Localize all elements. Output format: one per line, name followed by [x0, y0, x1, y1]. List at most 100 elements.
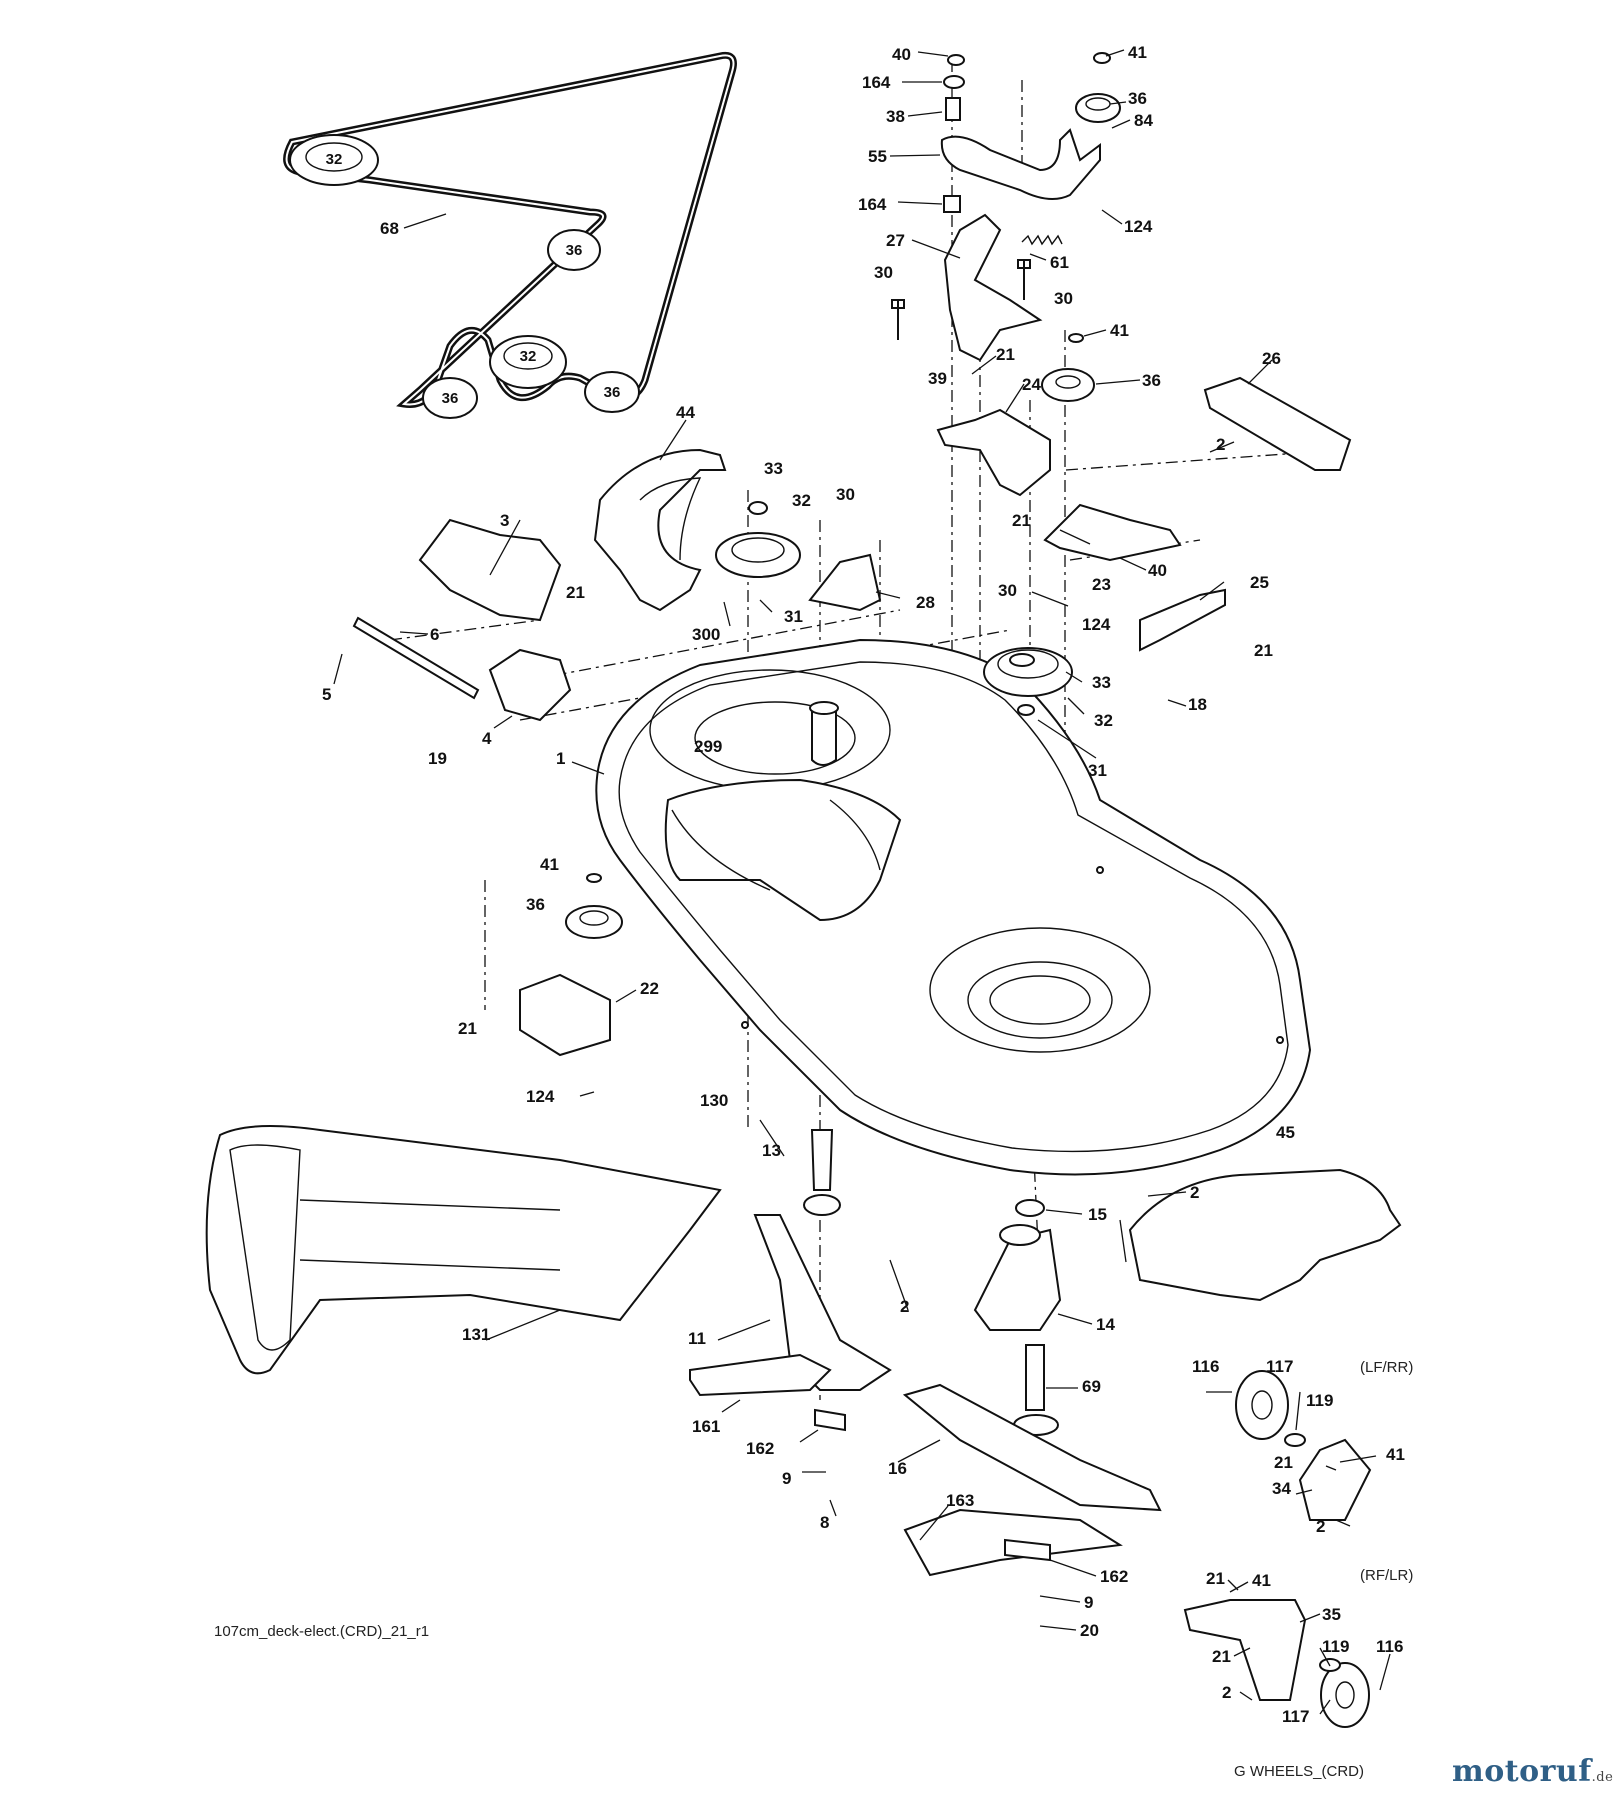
callout-label: 24 [1022, 375, 1041, 394]
callout-label: 164 [858, 195, 887, 214]
callout-label: 34 [1272, 1479, 1291, 1498]
callout-label: 27 [886, 231, 905, 250]
belt-pulley-label: 32 [520, 348, 537, 365]
callout-label: 124 [526, 1087, 555, 1106]
callout-label: 36 [1142, 371, 1161, 390]
callout-label: 28 [916, 593, 935, 612]
callout-label: 31 [784, 607, 803, 626]
callout-label: 38 [886, 107, 905, 126]
callout-label: 21 [566, 583, 585, 602]
callout-label: 55 [868, 147, 887, 166]
callout-label: 41 [1110, 321, 1129, 340]
callout-label: 21 [1206, 1569, 1225, 1588]
callout-label: 36 [526, 895, 545, 914]
callout-label: 300 [692, 625, 720, 644]
drawing-caption: 107cm_deck-elect.(CRD)_21_r1 [214, 1623, 429, 1640]
callout-label: 119 [1306, 1391, 1333, 1410]
callout-label: 30 [836, 485, 855, 504]
callout-label: 21 [1254, 641, 1273, 660]
belt-routing-diagram: 32 36 32 36 36 [283, 51, 737, 419]
callout-label: 36 [1128, 89, 1147, 108]
callout-label: 119 [1322, 1637, 1349, 1656]
callout-label: 41 [1252, 1571, 1271, 1590]
callout-label: 131 [462, 1325, 490, 1344]
callout-label: 41 [1128, 43, 1147, 62]
pulley-32-top: 32 [289, 134, 379, 186]
callout-label: 164 [862, 73, 891, 92]
callout-labels: 40 41 164 36 84 38 55 164 124 27 61 30 3… [322, 43, 1405, 1726]
callout-label: 117 [1266, 1357, 1293, 1376]
callout-label: 162 [746, 1439, 774, 1458]
callout-label: 41 [1386, 1445, 1405, 1464]
callout-label: 33 [1092, 673, 1111, 692]
callout-label: 124 [1082, 615, 1111, 634]
callout-label: 130 [700, 1091, 728, 1110]
callout-label: 11 [688, 1329, 706, 1348]
brand-name: motoruf [1452, 1754, 1592, 1789]
callout-label: 19 [428, 749, 447, 768]
callout-label: 39 [928, 369, 947, 388]
callout-label: 6 [430, 625, 439, 644]
callout-label: 45 [1276, 1123, 1295, 1142]
callout-label: 161 [692, 1417, 720, 1436]
callout-label: 13 [762, 1141, 781, 1160]
callout-label: 41 [540, 855, 559, 874]
leader-lines [333, 49, 1391, 1715]
left-parts [352, 448, 882, 1057]
callout-label: 9 [1084, 1593, 1093, 1612]
callout-label: 33 [764, 459, 783, 478]
rf-lr-label: (RF/LR) [1360, 1567, 1413, 1584]
callout-label: 2 [1216, 435, 1225, 454]
callout-label: 117 [1282, 1707, 1309, 1726]
callout-label: 40 [1148, 561, 1167, 580]
callout-label: 30 [998, 581, 1017, 600]
callout-label: 20 [1080, 1621, 1099, 1640]
callout-label: 21 [1274, 1453, 1293, 1472]
callout-label: 32 [1094, 711, 1113, 730]
wheels-caption: G WHEELS_(CRD) [1234, 1763, 1364, 1780]
pulley-32-bottom: 32 [489, 335, 567, 389]
callout-label: 69 [1082, 1377, 1101, 1396]
belt-pulley-label: 36 [442, 390, 459, 407]
callout-label: 2 [900, 1297, 909, 1316]
callout-label: 14 [1096, 1315, 1115, 1334]
callout-label: 40 [892, 45, 911, 64]
pulley-36-left: 36 [422, 377, 478, 419]
callout-label: 25 [1250, 573, 1269, 592]
upper-idler-parts [891, 52, 1352, 716]
callout-label: 16 [888, 1459, 907, 1478]
callout-label: 162 [1100, 1567, 1128, 1586]
callout-label: 9 [782, 1469, 791, 1488]
brand-watermark: motoruf.de [1452, 1754, 1613, 1789]
callout-label: 18 [1188, 695, 1207, 714]
callout-label: 32 [792, 491, 811, 510]
pulley-36-right: 36 [584, 371, 640, 413]
callout-label: 1 [556, 749, 565, 768]
callout-label: 2 [1316, 1517, 1325, 1536]
callout-label: 8 [820, 1513, 829, 1532]
callout-label: 124 [1124, 217, 1153, 236]
callout-label: 2 [1222, 1683, 1231, 1702]
callout-label: 3 [500, 511, 509, 530]
callout-label: 30 [1054, 289, 1073, 308]
callout-label: 31 [1088, 761, 1107, 780]
belt-pulley-label: 36 [566, 242, 583, 259]
callout-label: 15 [1088, 1205, 1107, 1224]
callout-label: 26 [1262, 349, 1281, 368]
callout-label: 116 [1192, 1357, 1219, 1376]
callout-label: 21 [1212, 1647, 1231, 1666]
mower-deck [595, 638, 1312, 1176]
callout-label: 2 [1190, 1183, 1199, 1202]
callout-label: 35 [1322, 1605, 1341, 1624]
callout-label: 84 [1134, 111, 1153, 130]
callout-label: 116 [1376, 1637, 1403, 1656]
callout-label: 61 [1050, 253, 1069, 272]
brand-suffix: .de [1591, 1770, 1614, 1785]
callout-label: 68 [380, 219, 399, 238]
callout-label: 4 [482, 729, 492, 748]
callout-label: 21 [458, 1019, 477, 1038]
callout-label: 5 [322, 685, 331, 704]
belt-pulley-label: 36 [604, 384, 621, 401]
callout-label: 163 [946, 1491, 974, 1510]
